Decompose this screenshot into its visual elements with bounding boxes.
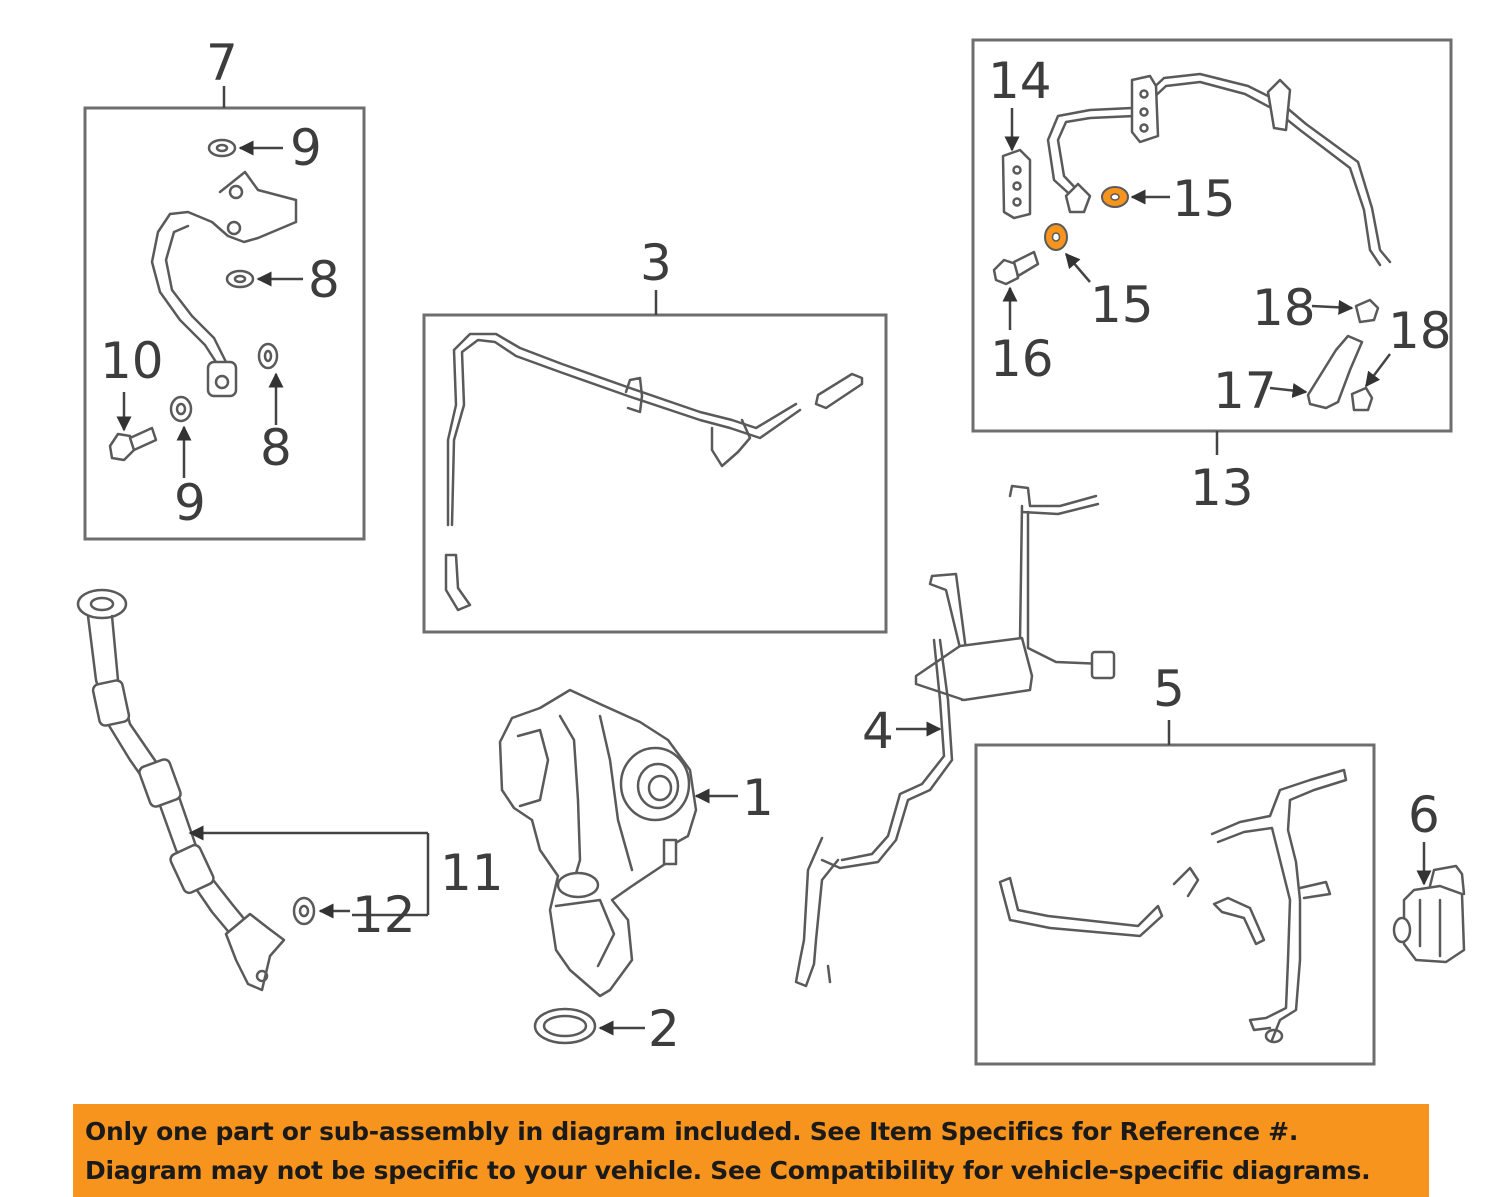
- callout-15-upper[interactable]: 15: [1172, 170, 1236, 228]
- hose-17[interactable]: [1306, 334, 1364, 410]
- group-3-frame: [422, 313, 888, 634]
- group-13-frame: [971, 38, 1453, 433]
- coolant-pipe-4[interactable]: [794, 484, 1116, 988]
- callout-10[interactable]: 10: [100, 332, 164, 390]
- bracket-14[interactable]: [1001, 148, 1032, 220]
- clip-18-upper[interactable]: [1354, 298, 1380, 324]
- callout-8-middle[interactable]: 8: [308, 251, 340, 309]
- coolant-hose-set[interactable]: [998, 768, 1348, 1044]
- callout-18-lower[interactable]: 18: [1388, 302, 1452, 360]
- coolant-line-assembly[interactable]: [444, 332, 864, 612]
- bolt-10[interactable]: [108, 426, 158, 462]
- turbocharger-1[interactable]: [498, 688, 698, 998]
- callout-2[interactable]: 2: [648, 1000, 680, 1058]
- callout-8-right[interactable]: 8: [260, 419, 292, 477]
- callout-1[interactable]: 1: [742, 769, 774, 827]
- gasket-2[interactable]: [533, 1007, 597, 1045]
- washer-8-middle[interactable]: [225, 269, 255, 289]
- valve-6[interactable]: [1392, 864, 1466, 964]
- callout-11[interactable]: 11: [440, 844, 504, 902]
- callout-12[interactable]: 12: [352, 886, 416, 944]
- callout-16[interactable]: 16: [990, 330, 1054, 388]
- callout-9-top[interactable]: 9: [290, 119, 322, 177]
- callout-13[interactable]: 13: [1190, 459, 1254, 517]
- callout-5[interactable]: 5: [1153, 660, 1185, 718]
- washer-15-lower[interactable]: [1044, 223, 1068, 251]
- washer-9-lower[interactable]: [169, 395, 193, 423]
- oil-return-line-11[interactable]: [76, 588, 286, 992]
- washer-8-right[interactable]: [257, 342, 279, 370]
- callout-6[interactable]: 6: [1408, 786, 1440, 844]
- bolt-16[interactable]: [992, 250, 1040, 286]
- washer-9-top[interactable]: [207, 138, 237, 158]
- group-5-frame: [974, 743, 1376, 1066]
- clip-18-lower[interactable]: [1350, 386, 1374, 412]
- callout-18-upper[interactable]: 18: [1252, 279, 1316, 337]
- callout-9-lower[interactable]: 9: [174, 474, 206, 532]
- washer-15-upper[interactable]: [1101, 186, 1129, 208]
- group-3: 3: [422, 234, 888, 634]
- callout-17[interactable]: 17: [1213, 362, 1277, 420]
- notice-banner: Only one part or sub-assembly in diagram…: [73, 1104, 1429, 1197]
- callout-7[interactable]: 7: [206, 34, 238, 92]
- callout-3[interactable]: 3: [640, 234, 672, 292]
- callout-4[interactable]: 4: [862, 702, 894, 760]
- callout-14[interactable]: 14: [988, 52, 1052, 110]
- group-7: 7 9 8 8 9: [83, 34, 366, 541]
- group-7-frame: [83, 106, 366, 541]
- washer-12[interactable]: [292, 896, 316, 926]
- turbo-coolant-tube[interactable]: [1046, 72, 1392, 267]
- callout-15-lower[interactable]: 15: [1090, 276, 1154, 334]
- group-5: 5: [974, 660, 1376, 1066]
- notice-line-2: Diagram may not be specific to your vehi…: [85, 1156, 1371, 1185]
- group-13: 13 14 15: [971, 38, 1453, 517]
- notice-line-1: Only one part or sub-assembly in diagram…: [85, 1117, 1299, 1146]
- oil-feed-line[interactable]: [150, 170, 298, 398]
